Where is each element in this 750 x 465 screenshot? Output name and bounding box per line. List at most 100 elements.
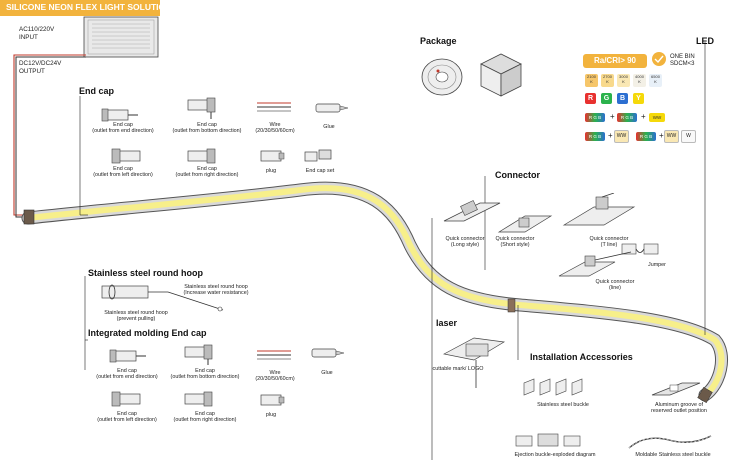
end-cap-right-desc: (outlet from right direction) [175,172,239,179]
int-plug-icon [260,394,285,406]
input-voltage: AC110/220V [19,26,55,33]
ejection-buckle-label: Ejection buckle-exploded diagram [514,452,596,458]
aluminum-groove-label: Aluminum groove of reserved outlet posit… [644,402,714,414]
int-glue-icon [311,348,345,358]
round-hoop-icon [101,284,224,312]
output-voltage: DC12V/DC24V [19,60,62,67]
int-end-title: End cap [117,368,137,374]
end-cap-end-desc: (outlet from end direction) [92,128,154,135]
ww-swatch-1: WW [614,130,629,143]
quick-connector-line-icon [558,251,632,277]
hoop-pull-label: Stainless steel round hoop (prevent pull… [96,310,176,322]
ww-swatch-2: WW [664,130,679,143]
power-supply-icon [83,16,159,58]
end-cap-left-title: End cap [113,166,133,172]
glue-label: Glue [323,124,335,130]
int-wire-title: Wire [269,370,281,376]
int-end-cap-left-icon [111,391,141,407]
cri-badge: Ra/CRI> 90 [583,54,647,68]
quick-line-title: Quick connector [595,279,635,285]
end-cap-bottom-label: End cap (outlet from bottom direction) [172,122,242,134]
wire-title: Wire [269,122,281,128]
title-banner: SILICONE NEON FLEX LIGHT SOLUTION [0,0,171,16]
rgb-combo-2: R G B [617,113,637,122]
groove-title: Aluminum groove of [655,402,703,408]
laser-label: cuttable mark/ LOGO [432,366,484,372]
banner-title: SILICONE NEON FLEX LIGHT SOLUTION [6,2,172,12]
color-y-swatch: Y [633,93,644,104]
section-hoop: Stainless steel round hoop [88,268,204,278]
int-end-desc: (outlet from end direction) [96,374,158,381]
end-cap-end-title: End cap [113,122,133,128]
end-cap-set-label: End cap set [305,168,335,174]
plus-1: + [610,112,615,121]
neon-strip-icon [21,181,729,404]
bin-text-1: ONE BIN [670,54,695,60]
quick-connector-t-label: Quick connector (T line) [584,236,634,248]
int-left-title: End cap [117,411,137,417]
reel-icon [421,58,463,96]
quick-t-title: Quick connector [589,236,629,242]
output-label: DC12V/DC24V OUTPUT [19,60,61,75]
quick-short-desc: (Short style) [500,242,530,249]
end-cap-bottom-icon [187,97,216,119]
quick-connector-long-icon [443,200,501,222]
end-cap-bottom-desc: (outlet from bottom direction) [172,128,242,135]
wire-desc: (20/30/50/60cm) [255,128,295,135]
quick-connector-t-icon [562,193,636,226]
wire-icon [257,102,291,112]
quick-long-desc: (Long style) [450,242,480,249]
quick-long-title: Quick connector [445,236,485,242]
section-package: Package [420,36,457,46]
hoop-pull-title: Stainless steel round hoop [104,310,168,316]
end-cap-bottom-title: End cap [197,122,217,128]
quick-t-desc: (T line) [600,242,618,249]
int-wire-label: Wire (20/30/50/60cm) [249,370,301,382]
input-label: AC110/220V INPUT [19,26,54,41]
quick-connector-line-label: Quick connector (line) [590,279,640,291]
plus-2: + [641,112,646,121]
output-text: OUTPUT [19,67,45,75]
end-cap-right-icon [187,148,216,164]
power-cable [13,54,86,216]
aluminum-groove-icon [651,382,701,396]
int-right-desc: (outlet from right direction) [173,417,237,424]
color-g-swatch: G [601,93,612,104]
section-connector: Connector [495,170,540,180]
moldable-buckle-icon [628,435,712,449]
int-end-cap-left-label: End cap (outlet from left direction) [92,411,162,423]
int-end-cap-bottom-icon [184,344,213,365]
bin-icon [652,52,666,66]
end-cap-end-icon [101,108,138,122]
section-led: LED [696,36,714,46]
plus-4: + [659,131,664,140]
int-bottom-title: End cap [195,368,215,374]
int-wire-icon [257,350,291,360]
int-end-cap-bottom-label: End cap (outlet from bottom direction) [168,368,242,380]
quick-short-title: Quick connector [495,236,535,242]
package-box-icon [480,53,522,97]
w-swatch: W [681,130,696,143]
end-cap-left-desc: (outlet from left direction) [93,172,153,179]
groove-desc: reserved outlet position [651,408,707,415]
wire-label: Wire (20/30/50/60cm) [249,122,301,134]
int-end-cap-right-label: End cap (outlet from right direction) [166,411,244,423]
end-cap-right-title: End cap [197,166,217,172]
int-plug-label: plug [265,412,277,418]
section-end-cap: End cap [79,86,115,96]
input-text: INPUT [19,33,38,41]
int-end-cap-end-label: End cap (outlet from end direction) [92,368,162,380]
bin-label: ONE BIN SDCM<3 [670,54,695,68]
rgb-combo-1: R G B [585,113,605,122]
end-cap-right-label: End cap (outlet from right direction) [172,166,242,178]
section-laser: laser [436,318,458,328]
stainless-buckle-label: Stainless steel buckle [537,402,589,408]
quick-connector-short-label: Quick connector (Short style) [490,236,540,248]
stainless-buckle-icon [523,378,583,396]
end-cap-left-icon [111,148,141,164]
plug-label: plug [265,168,277,174]
